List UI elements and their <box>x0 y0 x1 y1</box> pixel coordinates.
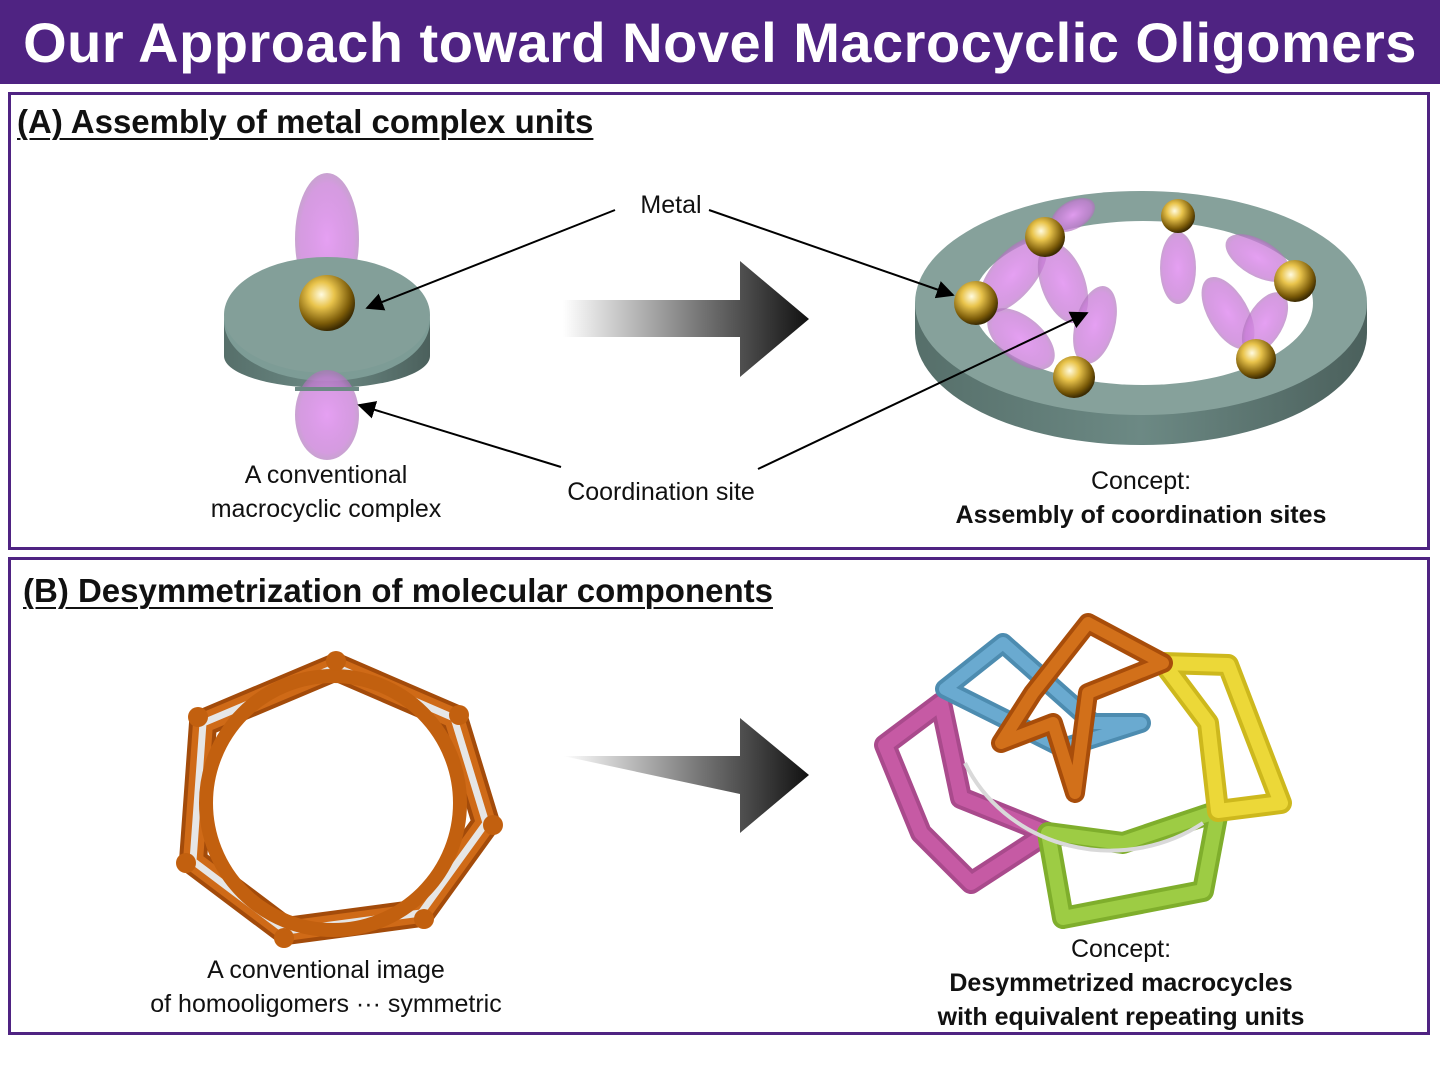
gradient-arrow-icon <box>563 718 809 833</box>
metal-sphere-icon <box>1236 339 1276 379</box>
homooligomer-ring <box>176 651 503 948</box>
panel-b: (B) Desymmetrization of molecular compon… <box>8 557 1430 1035</box>
metal-sphere-icon <box>1161 199 1195 233</box>
right-caption-line3: with equivalent repeating units <box>937 1003 1305 1031</box>
panel-a-title: (A) Assembly of metal complex units <box>17 103 594 140</box>
desymmetrized-macrocycle <box>874 613 1292 929</box>
orbital-lobe-icon <box>295 370 359 460</box>
metal-sphere-icon <box>299 275 355 331</box>
metal-sphere-icon <box>1274 260 1316 302</box>
metal-sphere-icon <box>1053 356 1095 398</box>
gradient-arrow-icon <box>563 261 809 377</box>
panel-b-title: (B) Desymmetrization of molecular compon… <box>23 572 773 609</box>
panel-a: (A) Assembly of metal complex units <box>8 92 1430 550</box>
callout-arrows <box>357 209 1089 470</box>
right-caption-line2: Assembly of coordination sites <box>955 501 1327 529</box>
left-caption-line1: A conventional image <box>207 956 445 984</box>
right-caption-line1: Concept: <box>1090 467 1192 495</box>
metal-sphere-icon <box>954 281 998 325</box>
page-title: Our Approach toward Novel Macrocyclic Ol… <box>23 10 1417 74</box>
metal-label: Metal <box>640 191 702 219</box>
right-caption-line1: Concept: <box>1070 935 1172 963</box>
left-caption-line2: macrocyclic complex <box>210 495 442 523</box>
title-banner: Our Approach toward Novel Macrocyclic Ol… <box>0 0 1440 84</box>
panel-b-illustration <box>176 613 1292 948</box>
panel-a-illustration <box>224 173 1367 470</box>
coordination-site-label: Coordination site <box>567 478 755 506</box>
left-caption-line1: A conventional <box>244 461 408 489</box>
right-caption-line2: Desymmetrized macrocycles <box>949 969 1293 997</box>
macrocycle-ring-icon <box>915 191 1367 445</box>
conventional-complex <box>224 173 430 460</box>
metal-sphere-icon <box>1025 217 1065 257</box>
left-caption-line2: of homooligomers ··· symmetric <box>150 990 502 1018</box>
